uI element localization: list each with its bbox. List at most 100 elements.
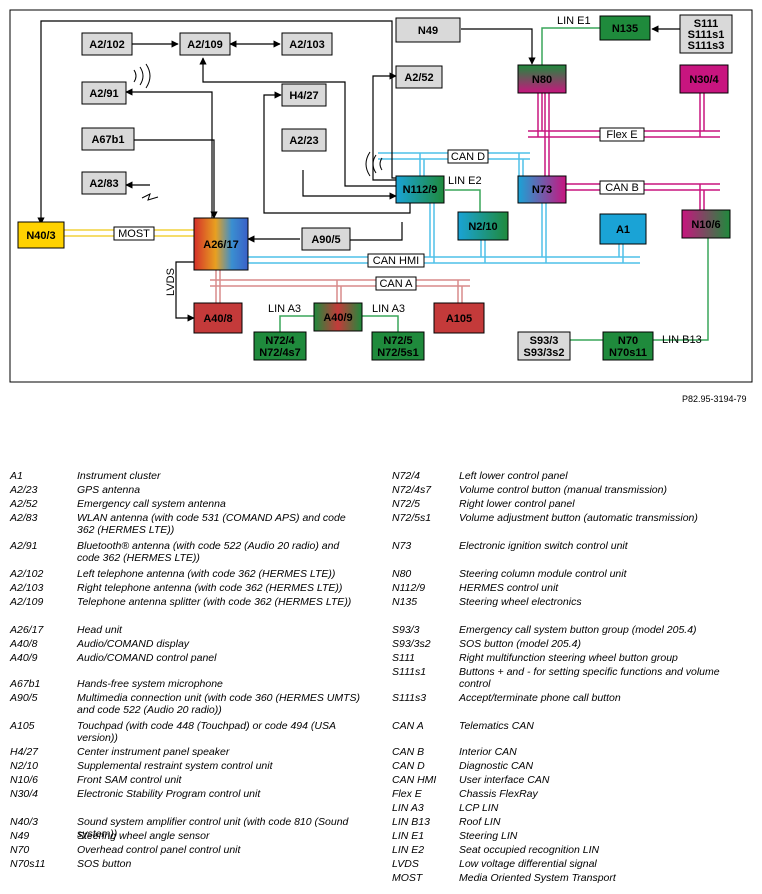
legend-description: Electronic ignition switch control unit [459,540,628,552]
box-n135: N135 [599,15,651,41]
legend-code: CAN HMI [392,774,437,786]
box-n2-10: N2/10 [457,211,509,241]
legend-description: Steering wheel electronics [459,596,582,608]
legend-description: WLAN antenna (with code 531 (COMAND APS)… [77,512,346,536]
legend-description: Roof LIN [459,816,501,828]
legend-description: Steering LIN [459,830,518,842]
legend-code: N73 [392,540,412,552]
box-n73: N73 [517,175,567,204]
figure-reference: P82.95-3194-79 [682,394,747,404]
box-a2-109: A2/109 [179,32,231,56]
box-s93-3: S93/3 S93/3s2 [517,331,571,361]
legend-code: MOST [392,872,423,884]
legend-code: LVDS [392,858,419,870]
box-a90-5: A90/5 [301,227,351,251]
node-label: S111 [694,18,718,30]
legend-code: LIN B13 [392,816,430,828]
legend-code: A40/9 [10,652,38,664]
legend-code: N70 [10,844,30,856]
legend-code: N72/4s7 [392,484,432,496]
legend-description: Touchpad (with code 448 (Touchpad) or co… [77,720,336,744]
node-label: H4/27 [289,90,318,102]
legend-description: Emergency call system antenna [77,498,226,510]
legend-description: User interface CAN [459,774,550,786]
box-n112-9: N112/9 [395,175,445,204]
legend-code: A2/102 [10,568,44,580]
legend-code: Flex E [392,788,422,800]
node-label: A26/17 [203,239,238,251]
node-label: S93/3 [530,335,559,347]
label-can-a: CAN A [375,276,417,291]
wireless-waves-icon [133,63,383,201]
legend-description: Electronic Stability Program control uni… [77,788,261,800]
node-label: N72/4 [265,335,295,347]
legend-description: Hands-free system microphone [77,678,223,690]
label-can-d: CAN D [447,149,489,164]
legend-description: Steering column module control unit [459,568,627,580]
node-label: N80 [532,74,552,86]
legend-description: Bluetooth® antenna (with code 522 (Audio… [77,540,340,564]
legend-code: A67b1 [10,678,41,690]
legend-code: N2/10 [10,760,39,772]
legend-description: Diagnostic CAN [459,760,534,772]
legend-code: CAN A [392,720,424,732]
node-label: N72/5s1 [377,347,419,359]
node-label: N73 [532,184,552,196]
legend-description: Front SAM control unit [77,774,182,786]
legend-code: S111s3 [392,692,427,704]
node-label: A2/102 [89,39,124,51]
node-label: N49 [418,25,438,37]
legend-code: H4/27 [10,746,39,758]
legend-code: N30/4 [10,788,39,800]
box-a40-9: A40/9 [313,302,363,332]
box-n72-5: N72/5 N72/5s1 [371,331,425,361]
node-label: N70s11 [609,347,647,359]
legend-code: A2/23 [10,484,38,496]
node-label: A2/83 [89,178,118,190]
can-hmi-bus [246,203,640,264]
legend-code: A2/91 [10,540,38,552]
legend-description: Low voltage differential signal [459,858,597,870]
label-can-b: CAN B [599,180,645,195]
legend-code: A2/83 [10,512,38,524]
box-a2-91: A2/91 [81,81,127,105]
legend-code: CAN D [392,760,425,772]
box-a26-17: A26/17 [193,217,249,271]
legend-description: Audio/COMAND display [77,638,190,650]
node-label: A2/91 [89,88,118,100]
label-most: MOST [113,226,155,241]
node-label: N70 [618,335,638,347]
legend-description: Audio/COMAND control panel [77,652,217,664]
legend-code: A1 [10,470,23,482]
box-n40-3: N40/3 [17,221,65,249]
legend-description: Interior CAN [459,746,517,758]
legend-description: Volume adjustment button (automatic tran… [459,512,698,524]
legend-description: Instrument cluster [77,470,161,482]
label-lin-e2: LIN E2 [448,175,482,187]
legend-description: Telephone antenna splitter (with code 36… [77,596,352,608]
label-lin-e1: LIN E1 [557,15,591,27]
box-a2-103: A2/103 [281,32,333,56]
legend-description: Steering wheel angle sensor [77,830,210,842]
legend-description: Head unit [77,624,122,636]
legend-code: S111s1 [392,666,427,678]
legend-description: Chassis FlexRay [459,788,538,800]
legend-description: Seat occupied recognition LIN [459,844,600,856]
node-label: A2/109 [187,39,222,51]
legend-description: Volume control button (manual transmissi… [459,484,667,496]
node-label: S93/3s2 [524,347,565,359]
box-n49: N49 [395,17,461,43]
legend-code: N10/6 [10,774,39,786]
node-label: A1 [616,224,630,236]
label-lin-a3-right: LIN A3 [372,303,405,315]
svg-text:CAN HMI: CAN HMI [373,255,419,267]
legend-description: GPS antenna [77,484,141,496]
svg-text:CAN A: CAN A [379,278,413,290]
legend-code: LIN E2 [392,844,425,856]
legend-description: SOS button [77,858,132,870]
legend-description: Media Oriented System Transport [459,872,616,884]
node-label: N135 [612,23,638,35]
legend-description: Overhead control panel control unit [77,844,241,856]
node-label: A2/103 [289,39,324,51]
node-label: A40/8 [203,313,232,325]
